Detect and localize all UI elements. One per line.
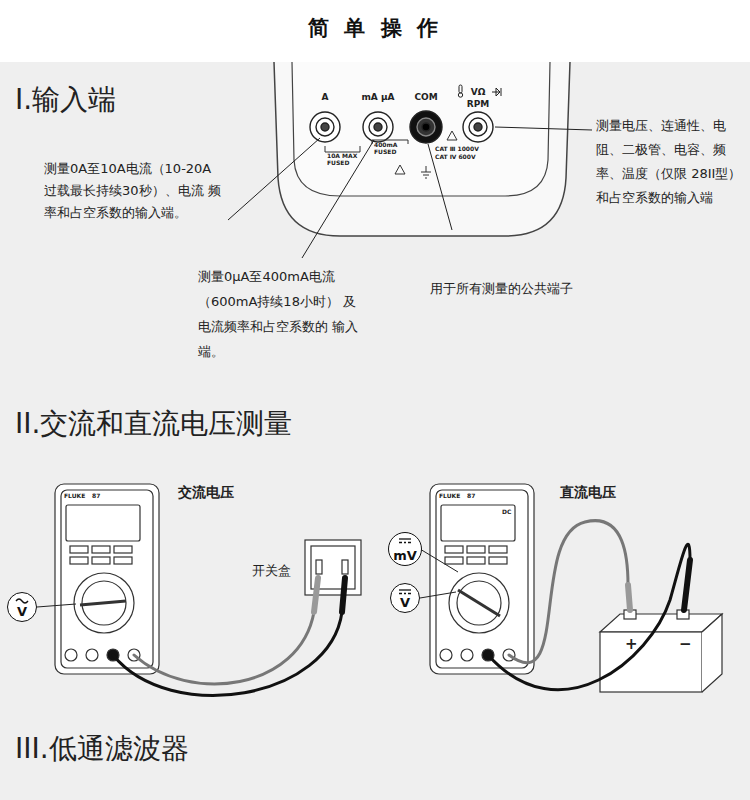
jack-label: COM [414,92,437,102]
callout-circle: V [7,592,37,622]
callout-text: 测量电压、连通性、电阻、二极管、电容、频率、温度（仅限 28II型）和占空系数的… [596,114,746,210]
brand-label: FLUKE [64,493,85,500]
dc-symbol [398,537,412,544]
display-text: DC [502,509,511,516]
jack-label: mA μA [361,92,394,102]
figure-caption: 直流电压 [560,484,616,500]
fuse-rating: 400mA FUSED [374,142,408,156]
ac-symbol [15,597,29,604]
model-label: 87 [92,493,100,500]
terminal-sign: + [625,636,638,653]
callout-circle: V [390,583,420,613]
dc-symbol [398,588,412,595]
mode-label: mV [393,549,417,565]
model-label: 87 [467,493,475,500]
figure-caption: 交流电压 [178,484,234,500]
jack-label: A [322,92,329,102]
section-heading: III.低通滤波器 [15,733,189,765]
cat-rating: CAT Ⅲ 1000V [435,146,479,153]
callout-text: 测量0μA至400mA电流 （600mA持续18小时） 及电流频率和占空系数的 … [198,264,366,364]
callout-text: 测量0A至10A电流（10-20A 过载最长持续30秒）、电流 频率和占空系数的… [44,158,224,224]
section-heading: II.交流和直流电压测量 [15,408,292,440]
cat-rating: CAT Ⅳ 600V [435,154,476,161]
terminal-sign: − [679,636,692,653]
jack-label: VΩ [471,87,486,97]
mode-label: V [17,605,27,621]
fuse-rating: 10A MAX FUSED [327,153,359,167]
part-label: 开关盒 [252,564,291,579]
page-title: 简 单 操 作 [0,14,750,42]
brand-label: FLUKE [439,493,460,500]
callout-text: 用于所有测量的公共端子 [430,282,573,297]
mode-label: V [400,596,410,612]
section-heading: I.输入端 [15,84,116,116]
callout-circle: mV [388,532,422,566]
jack-label: RPM [467,99,489,109]
